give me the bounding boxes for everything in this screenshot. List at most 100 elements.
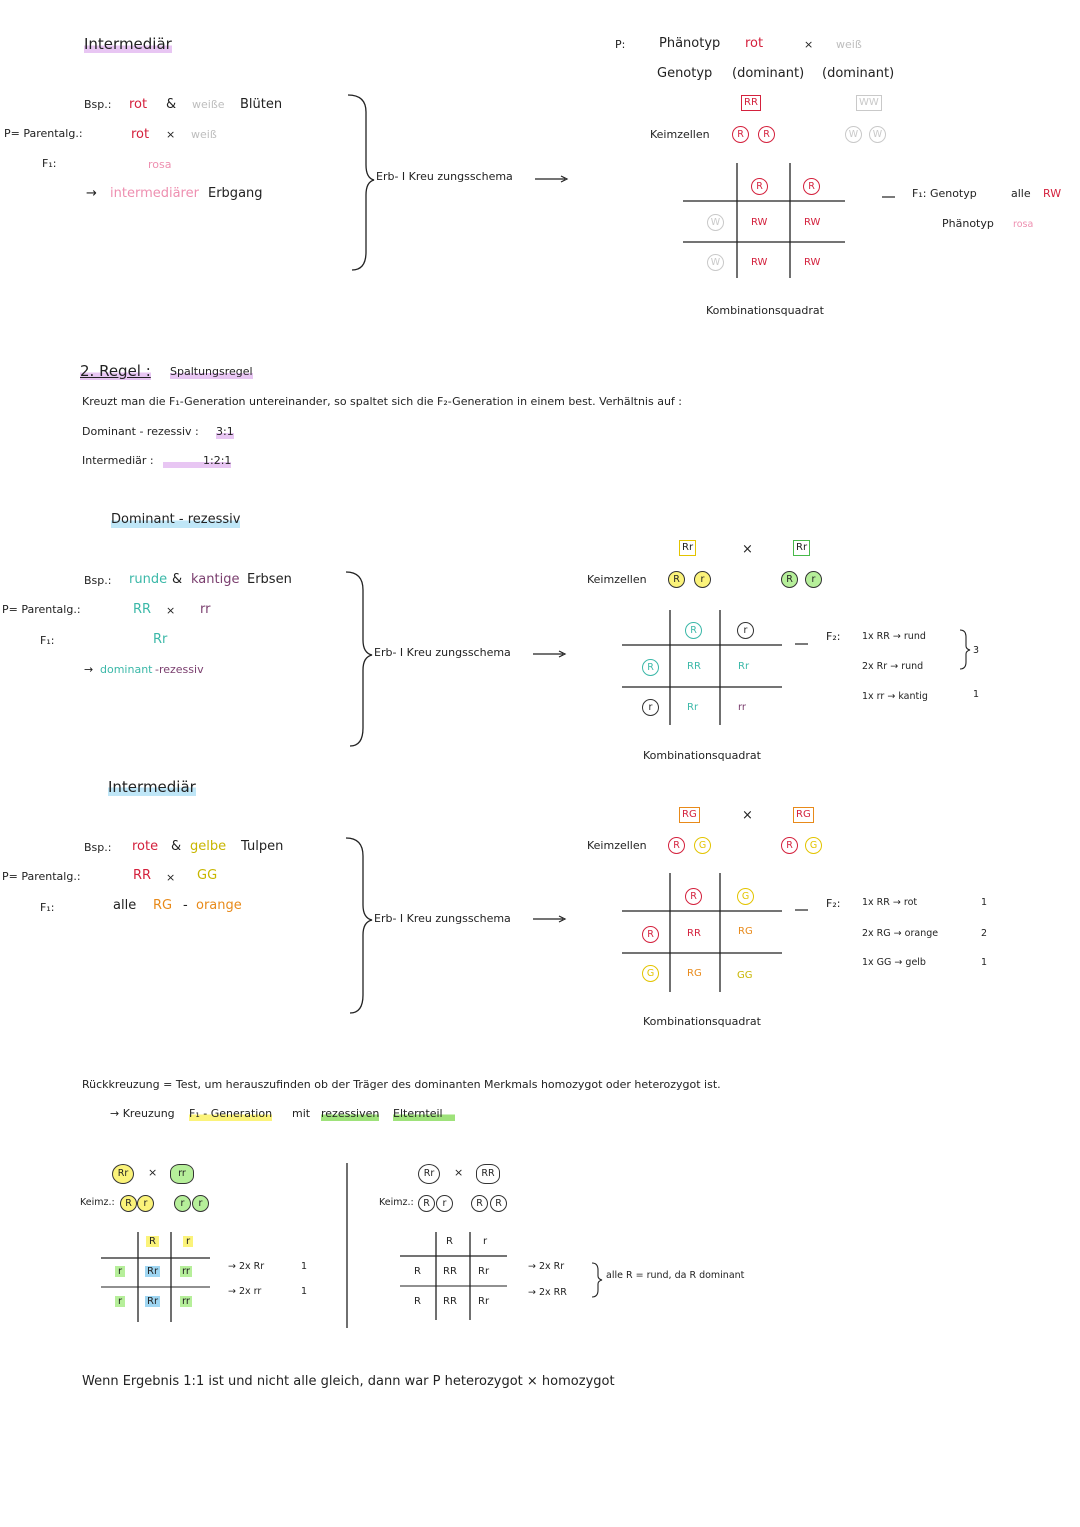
s3-Rr: Rr xyxy=(153,632,168,647)
s5-right-side-R1: R xyxy=(414,1266,421,1277)
s2-text: Kreuzt man die F₁-Generation untereinand… xyxy=(82,395,683,408)
s4-RG-box1: RG xyxy=(679,807,700,823)
s5-right-gam-R1: R xyxy=(418,1195,435,1212)
s4-ratio-2: 2 xyxy=(981,928,988,939)
s3-schema: Erb- I Kreu zungsschema xyxy=(374,646,511,659)
s3-f2: F₂: xyxy=(826,630,841,643)
s5-right-alleR: alle R = rund, da R dominant xyxy=(606,1270,745,1281)
s3-gam-R2: R xyxy=(781,571,798,588)
s3-rezessiv: -rezessiv xyxy=(155,663,204,676)
s1-WW-box: WW xyxy=(856,95,882,111)
s4-RG-box2: RG xyxy=(793,807,814,823)
s5-right-res2: → 2x RR xyxy=(528,1287,567,1298)
s1-cell-3: RW xyxy=(751,257,768,268)
s3-cell-Rr2: Rr xyxy=(687,702,699,713)
s3-line3: 1x rr → kantig xyxy=(862,691,928,702)
s1-x: × xyxy=(166,128,176,141)
s5-left-cell-1: Rr xyxy=(145,1266,161,1277)
s5-right-head-R: R xyxy=(446,1236,453,1247)
s1-phaenotyp2: Phänotyp xyxy=(942,217,994,230)
s1-weisse: weiße xyxy=(192,98,225,111)
s5-left-side-r1: r xyxy=(115,1266,126,1277)
s2-spaltung: Spaltungsregel xyxy=(170,365,253,379)
s1-weiss2: weiß xyxy=(836,38,862,51)
s4-x2: × xyxy=(742,808,753,823)
s2-inter: Intermediär : xyxy=(82,454,154,467)
s3-x: × xyxy=(166,604,176,617)
s1-grid-side-W1: W xyxy=(707,214,724,231)
s4-line1: 1x RR → rot xyxy=(862,897,918,908)
s1-und: & xyxy=(166,97,177,112)
s4-schema: Erb- I Kreu zungsschema xyxy=(374,912,511,925)
s5-left-head-R: R xyxy=(146,1236,159,1247)
s1-gamete-R1: R xyxy=(732,126,749,143)
s4-cell-RG2: RG xyxy=(687,968,702,979)
s3-kombi: Kombinationsquadrat xyxy=(643,749,761,762)
s5-left-ratio1: 1 xyxy=(301,1261,308,1272)
s5-left-Rr: Rr xyxy=(112,1164,134,1184)
s5-left-rr: rr xyxy=(170,1164,194,1184)
s4-RG: RG xyxy=(153,898,173,913)
s1-kombi: Kombinationsquadrat xyxy=(706,304,824,317)
s1-cell-4: RW xyxy=(804,257,821,268)
s3-gam-r2: r xyxy=(805,571,822,588)
s3-side-r: r xyxy=(642,699,659,716)
s4-tulpen: Tulpen xyxy=(241,839,284,854)
s3-parental: P= Parentalg.: xyxy=(2,603,81,616)
s3-bsp: Bsp.: xyxy=(84,574,112,587)
s4-ratio-3: 1 xyxy=(981,957,988,968)
s1-x2: × xyxy=(804,38,814,51)
s4-x: × xyxy=(166,871,176,884)
s5-rez: rezessiven xyxy=(321,1107,380,1121)
s4-orange: orange xyxy=(196,898,242,913)
s4-keimzellen: Keimzellen xyxy=(587,839,647,852)
s3-Rr-box2: Rr xyxy=(793,540,811,556)
s5-left-head-r: r xyxy=(183,1236,194,1247)
s3-cell-Rr1: Rr xyxy=(738,661,750,672)
s4-gam-R1: R xyxy=(668,837,685,854)
s3-side-R: R xyxy=(642,659,659,676)
s1-gamete-R2: R xyxy=(758,126,775,143)
s4-f2: F₂: xyxy=(826,897,841,910)
s5-left-cell-4: rr xyxy=(180,1296,193,1307)
s3-line1: 1x RR → rund xyxy=(862,631,926,642)
s5-left-cell-2: rr xyxy=(180,1266,193,1277)
s3-dominant: dominant xyxy=(100,663,153,676)
s4-head-R: R xyxy=(685,888,702,905)
s1-gamete-W2: W xyxy=(869,126,886,143)
s3-f1: F₁: xyxy=(40,634,55,647)
s3-cell-rr: rr xyxy=(738,702,747,713)
s4-parental: P= Parentalg.: xyxy=(2,870,81,883)
s3-x2: × xyxy=(742,542,753,557)
s5-arrow: → Kreuzung xyxy=(110,1107,175,1120)
s3-erbsen: Erbsen xyxy=(247,572,292,587)
s1-RR-box: RR xyxy=(741,95,761,111)
s5-left-x: × xyxy=(148,1166,158,1179)
s1-alle: alle xyxy=(1011,187,1031,200)
s5-right-gam-r: r xyxy=(436,1195,453,1212)
s3-arrow: → xyxy=(84,663,94,676)
s1-f1result: F₁: Genotyp xyxy=(912,187,977,200)
s1-dominant2: (dominant) xyxy=(822,66,895,81)
s3-keimzellen: Keimzellen xyxy=(587,573,647,586)
s4-kombi: Kombinationsquadrat xyxy=(643,1015,761,1028)
s5-right-Rr: Rr xyxy=(418,1164,440,1184)
s3-one: 1 xyxy=(973,689,980,700)
s3-Rr-box1: Rr xyxy=(679,540,697,556)
s5-wenn: Wenn Ergebnis 1:1 ist und nicht alle gle… xyxy=(82,1374,615,1389)
s3-und: & xyxy=(172,572,183,587)
s3-runde: runde xyxy=(129,572,168,587)
s4-gam-G1: G xyxy=(694,837,711,854)
s5-left-gam-R: R xyxy=(120,1195,137,1212)
s4-bsp: Bsp.: xyxy=(84,841,112,854)
s3-head-R: R xyxy=(685,622,702,639)
s1-gamete-W1: W xyxy=(845,126,862,143)
s4-RR: RR xyxy=(133,868,152,883)
s1-rosa2: rosa xyxy=(1013,219,1034,230)
s5-left-cell-3: Rr xyxy=(145,1296,161,1307)
s5-left-gam-r3: r xyxy=(192,1195,209,1212)
s3-gam-r1: r xyxy=(694,571,711,588)
s1-cell-2: RW xyxy=(804,217,821,228)
s3-RR: RR xyxy=(133,602,152,617)
